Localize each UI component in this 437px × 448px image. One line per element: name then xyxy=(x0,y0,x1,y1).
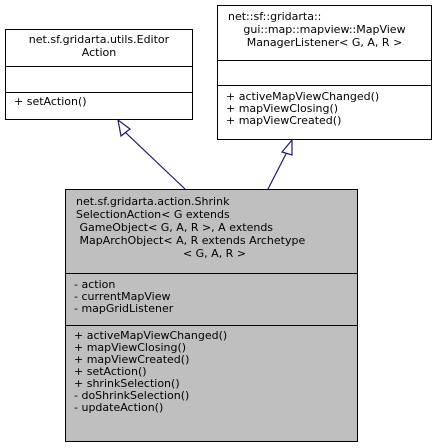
class-mapview-manager-listener[interactable]: net::sf::gridarta:: gui::map::mapview::M… xyxy=(217,5,432,140)
class-title-line: ManagerListener< G, A, R > xyxy=(246,36,403,49)
method-item: + activeMapViewChanged() xyxy=(74,329,228,342)
class-title-line: < G, A, R > xyxy=(182,247,247,260)
method-item: + shrinkSelection() xyxy=(74,377,180,390)
class-title: net.sf.gridarta.utils.Editor Action xyxy=(6,30,192,67)
methods-section: + activeMapViewChanged() + mapViewClosin… xyxy=(218,86,431,127)
method-item: + setAction() xyxy=(14,95,87,108)
class-shrink-selection-action[interactable]: net.sf.gridarta.action.Shrink SelectionA… xyxy=(65,189,358,442)
method-item: + mapViewCreated() xyxy=(74,353,190,366)
methods-section: + activeMapViewChanged() + mapViewClosin… xyxy=(66,326,357,414)
class-title-line: SelectionAction< G extends xyxy=(76,208,230,221)
method-item: - doShrinkSelection() xyxy=(74,389,190,402)
edge-to-editor-action xyxy=(124,131,186,190)
method-item: + activeMapViewChanged() xyxy=(226,90,380,103)
class-title-line: GameObject< G, A, R >, A extends xyxy=(76,221,274,234)
class-editor-action[interactable]: net.sf.gridarta.utils.Editor Action + se… xyxy=(5,29,193,120)
edge-to-listener xyxy=(267,151,288,190)
class-title-line: net.sf.gridarta.action.Shrink xyxy=(76,195,230,208)
method-item: + mapViewClosing() xyxy=(74,341,187,354)
attribute-item: - currentMapView xyxy=(74,290,171,303)
methods-section: + setAction() xyxy=(6,93,192,108)
attributes-section xyxy=(6,67,192,93)
method-item: + setAction() xyxy=(74,365,147,378)
attributes-section: - action - currentMapView - mapGridListe… xyxy=(66,274,357,326)
method-item: + mapViewCreated() xyxy=(226,114,342,127)
attribute-item: - mapGridListener xyxy=(74,302,174,315)
class-title-line: net.sf.gridarta.utils.Editor xyxy=(28,33,170,46)
class-title: net::sf::gridarta:: gui::map::mapview::M… xyxy=(218,6,431,61)
class-title-line: Action xyxy=(81,46,117,59)
class-title-line: net::sf::gridarta:: xyxy=(228,10,322,23)
class-title-line: gui::map::mapview::MapView xyxy=(243,23,406,36)
class-title-line: MapArchObject< A, R extends Archetype xyxy=(76,234,306,247)
class-title: net.sf.gridarta.action.Shrink SelectionA… xyxy=(66,190,357,274)
arrowhead-editor-action xyxy=(117,118,131,138)
method-item: - updateAction() xyxy=(74,401,164,414)
method-item: + mapViewClosing() xyxy=(226,102,339,115)
attributes-section xyxy=(218,61,431,86)
arrowhead-listener xyxy=(280,138,293,156)
attribute-item: - action xyxy=(74,278,116,291)
